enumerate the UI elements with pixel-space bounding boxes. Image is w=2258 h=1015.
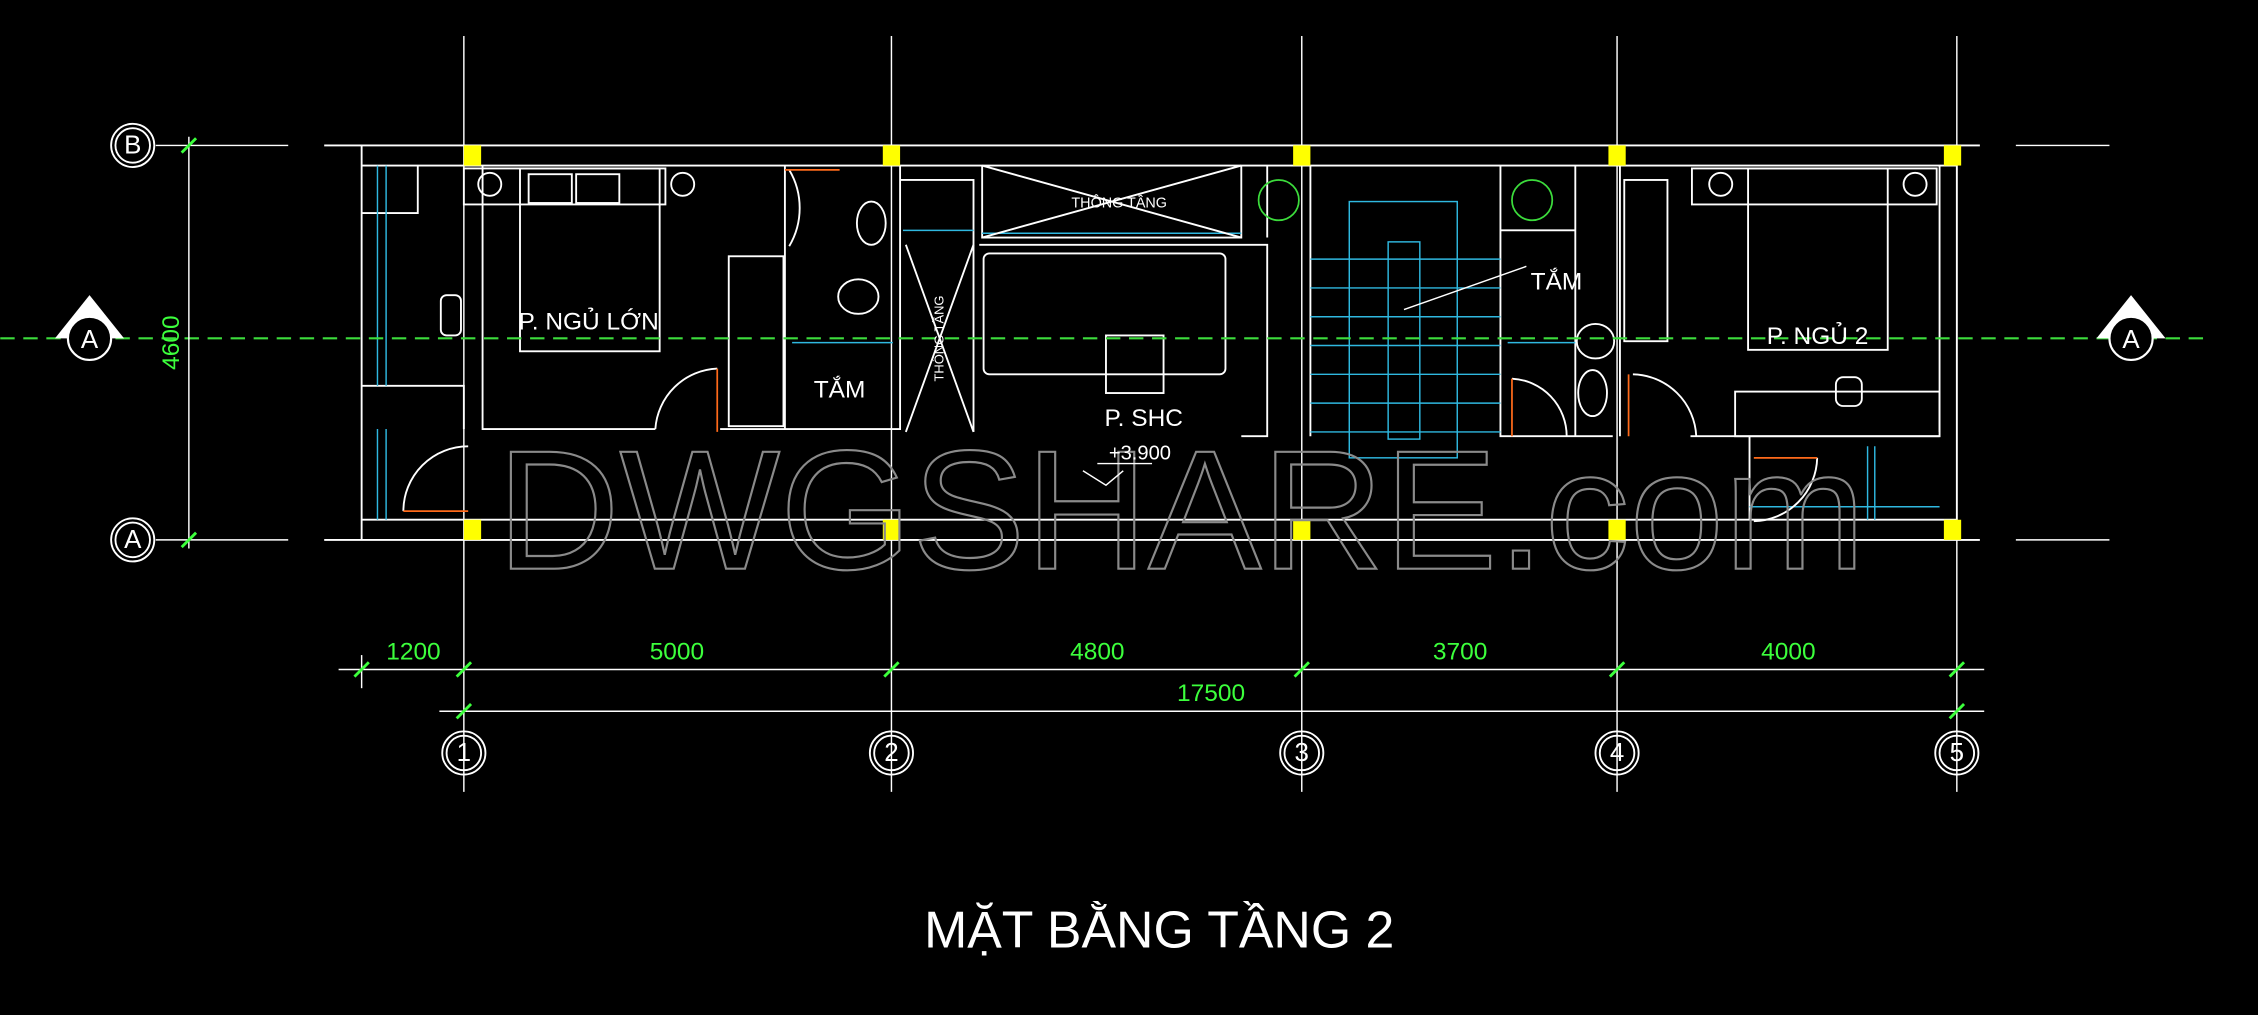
room-label-bath-2: TẮM xyxy=(1531,267,1583,295)
axis-bubble-3: 3 xyxy=(1279,730,1325,776)
stair xyxy=(1310,200,1527,459)
svg-text:3: 3 xyxy=(1295,739,1309,767)
wardrobe xyxy=(727,255,785,428)
section-marker-right: A xyxy=(2096,295,2166,362)
room-label-void-side: THÔNG TẦNG xyxy=(931,296,946,382)
dimension-span-1: 1200 xyxy=(386,638,440,665)
dimension-span-2: 5000 xyxy=(650,638,704,665)
axis-bubble-1: 1 xyxy=(441,730,487,776)
level-arrow-icon xyxy=(1082,470,1124,487)
svg-text:A: A xyxy=(124,526,142,554)
svg-text:4: 4 xyxy=(1610,739,1624,767)
dimension-span-5: 4000 xyxy=(1761,638,1815,665)
svg-text:5: 5 xyxy=(1950,739,1964,767)
svg-text:A: A xyxy=(2122,326,2140,354)
dimension-ticks-h xyxy=(353,661,1966,720)
axis-bubble-A: A xyxy=(110,517,156,563)
structural-columns xyxy=(463,145,1962,540)
dimension-ticks xyxy=(180,137,198,549)
dimension-span-3: 4800 xyxy=(1070,638,1124,665)
plants xyxy=(1257,179,1554,222)
axis-bubble-5: 5 xyxy=(1934,730,1980,776)
room-label-void-top: THÔNG TẦNG xyxy=(1071,194,1167,211)
toilet-icon xyxy=(837,278,880,315)
dimension-span-4: 3700 xyxy=(1433,638,1487,665)
room-label-bath-1: TẮM xyxy=(814,375,866,403)
svg-text:B: B xyxy=(124,131,141,159)
sofa xyxy=(982,252,1227,376)
drawing-title: MẶT BẰNG TẦNG 2 xyxy=(924,900,1394,958)
svg-text:A: A xyxy=(81,326,99,354)
watermark: DWGSHARE.com xyxy=(497,415,1866,605)
furniture xyxy=(439,164,1938,433)
room-label-bedroom-2: P. NGỦ 2 xyxy=(1767,321,1869,350)
svg-text:2: 2 xyxy=(884,739,898,767)
svg-text:1: 1 xyxy=(457,739,471,767)
room-label-living: P. SHC xyxy=(1105,405,1183,432)
axis-bubble-B: B xyxy=(110,122,156,168)
axis-bubble-2: 2 xyxy=(868,730,914,776)
dimension-lines xyxy=(338,655,1985,712)
walls xyxy=(324,144,1980,541)
sink-icon xyxy=(855,200,887,246)
axis-bubble-4: 4 xyxy=(1594,730,1640,776)
level-mark: +3.900 xyxy=(1109,442,1171,464)
dimension-4600: 4600 xyxy=(158,315,185,369)
dimension-total: 17500 xyxy=(1177,680,1245,707)
windows xyxy=(376,165,1940,520)
room-label-master-bedroom: P. NGỦ LỚN xyxy=(519,307,659,336)
section-marker-left: A xyxy=(54,295,125,362)
doors xyxy=(402,169,1819,523)
